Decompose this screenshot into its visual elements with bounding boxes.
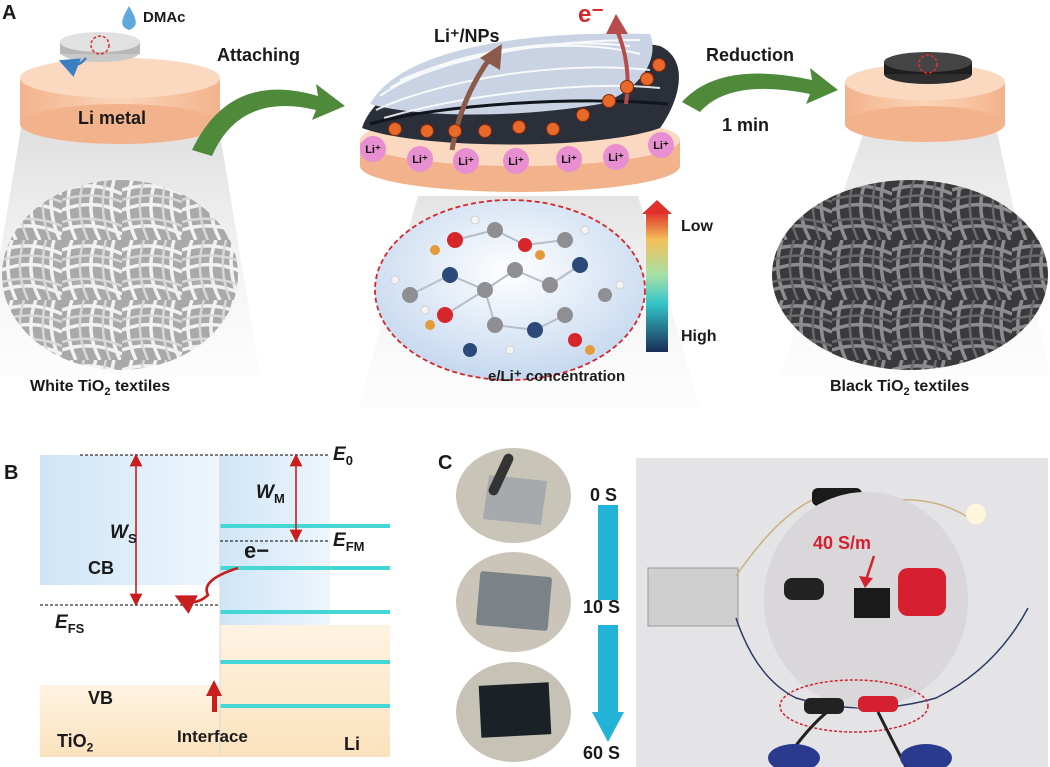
vb-label: VB	[88, 688, 114, 708]
electron-dot	[448, 124, 462, 138]
white-tio2-caption: White TiO2 textiles	[30, 378, 171, 399]
time-0s-label: 0 S	[590, 485, 618, 505]
e0-label: E0	[333, 444, 353, 468]
li-label: Li	[344, 734, 360, 754]
band-diagram	[40, 453, 390, 757]
panel-a-letter: A	[2, 2, 17, 24]
conductivity-arrow	[859, 555, 876, 588]
sample-photo-0s	[456, 448, 571, 543]
sem-image-white-tio2	[2, 180, 238, 370]
electron-dot	[512, 120, 526, 134]
electron-dot	[602, 94, 616, 108]
efs-label: EFS	[55, 612, 85, 636]
time-arrow	[592, 505, 624, 742]
time-1min-label: 1 min	[722, 115, 770, 135]
wm-label: WM	[256, 482, 285, 506]
li-ion: Li⁺	[556, 146, 582, 172]
time-10s-label: 10 S	[583, 597, 621, 617]
li-ion: Li⁺	[453, 148, 479, 174]
panel-b-letter: B	[4, 462, 19, 484]
interface-label: Interface	[177, 727, 248, 746]
electron-label: e⁻	[578, 1, 605, 28]
sem-image-black-tio2	[772, 180, 1048, 370]
scale-low-label: Low	[681, 218, 713, 235]
molecular-structure	[390, 215, 625, 357]
electron-dot	[478, 124, 492, 138]
electron-dot	[388, 122, 402, 136]
li-ion: Li⁺	[360, 136, 386, 162]
li-nps-label: Li⁺/NPs	[434, 26, 500, 46]
concentration-label: e/Li⁺ concentration	[488, 368, 626, 385]
sample-photo-10s	[456, 552, 571, 652]
dmac-label: DMAc	[143, 9, 186, 26]
li-ion: Li⁺	[648, 132, 674, 158]
cb-label: CB	[88, 558, 114, 578]
li-ion: Li⁺	[503, 148, 529, 174]
electron-symbol: e−	[244, 538, 270, 563]
black-tio2-caption: Black TiO2 textiles	[830, 378, 970, 399]
time-60s-label: 60 S	[583, 743, 621, 763]
ws-label: WS	[110, 522, 137, 546]
sample-photo-60s	[456, 662, 571, 762]
electron-dot	[640, 72, 654, 86]
li-ion: Li⁺	[603, 144, 629, 170]
attaching-label: Attaching	[217, 45, 300, 65]
electron-dot	[652, 58, 666, 72]
li-metal-label: Li metal	[78, 108, 147, 128]
electron-dot	[576, 108, 590, 122]
reduction-label: Reduction	[706, 45, 794, 65]
li-ion: Li⁺	[407, 146, 433, 172]
tio2-label: TiO2	[57, 731, 94, 755]
circuit-photo	[636, 458, 1048, 767]
efm-label: EFM	[333, 530, 365, 554]
scale-high-label: High	[681, 328, 717, 345]
electron-dot	[546, 122, 560, 136]
electron-dot	[620, 80, 634, 94]
panel-c-letter: C	[438, 452, 453, 474]
electron-dot	[420, 124, 434, 138]
conductivity-label: 40 S/m	[813, 533, 872, 553]
